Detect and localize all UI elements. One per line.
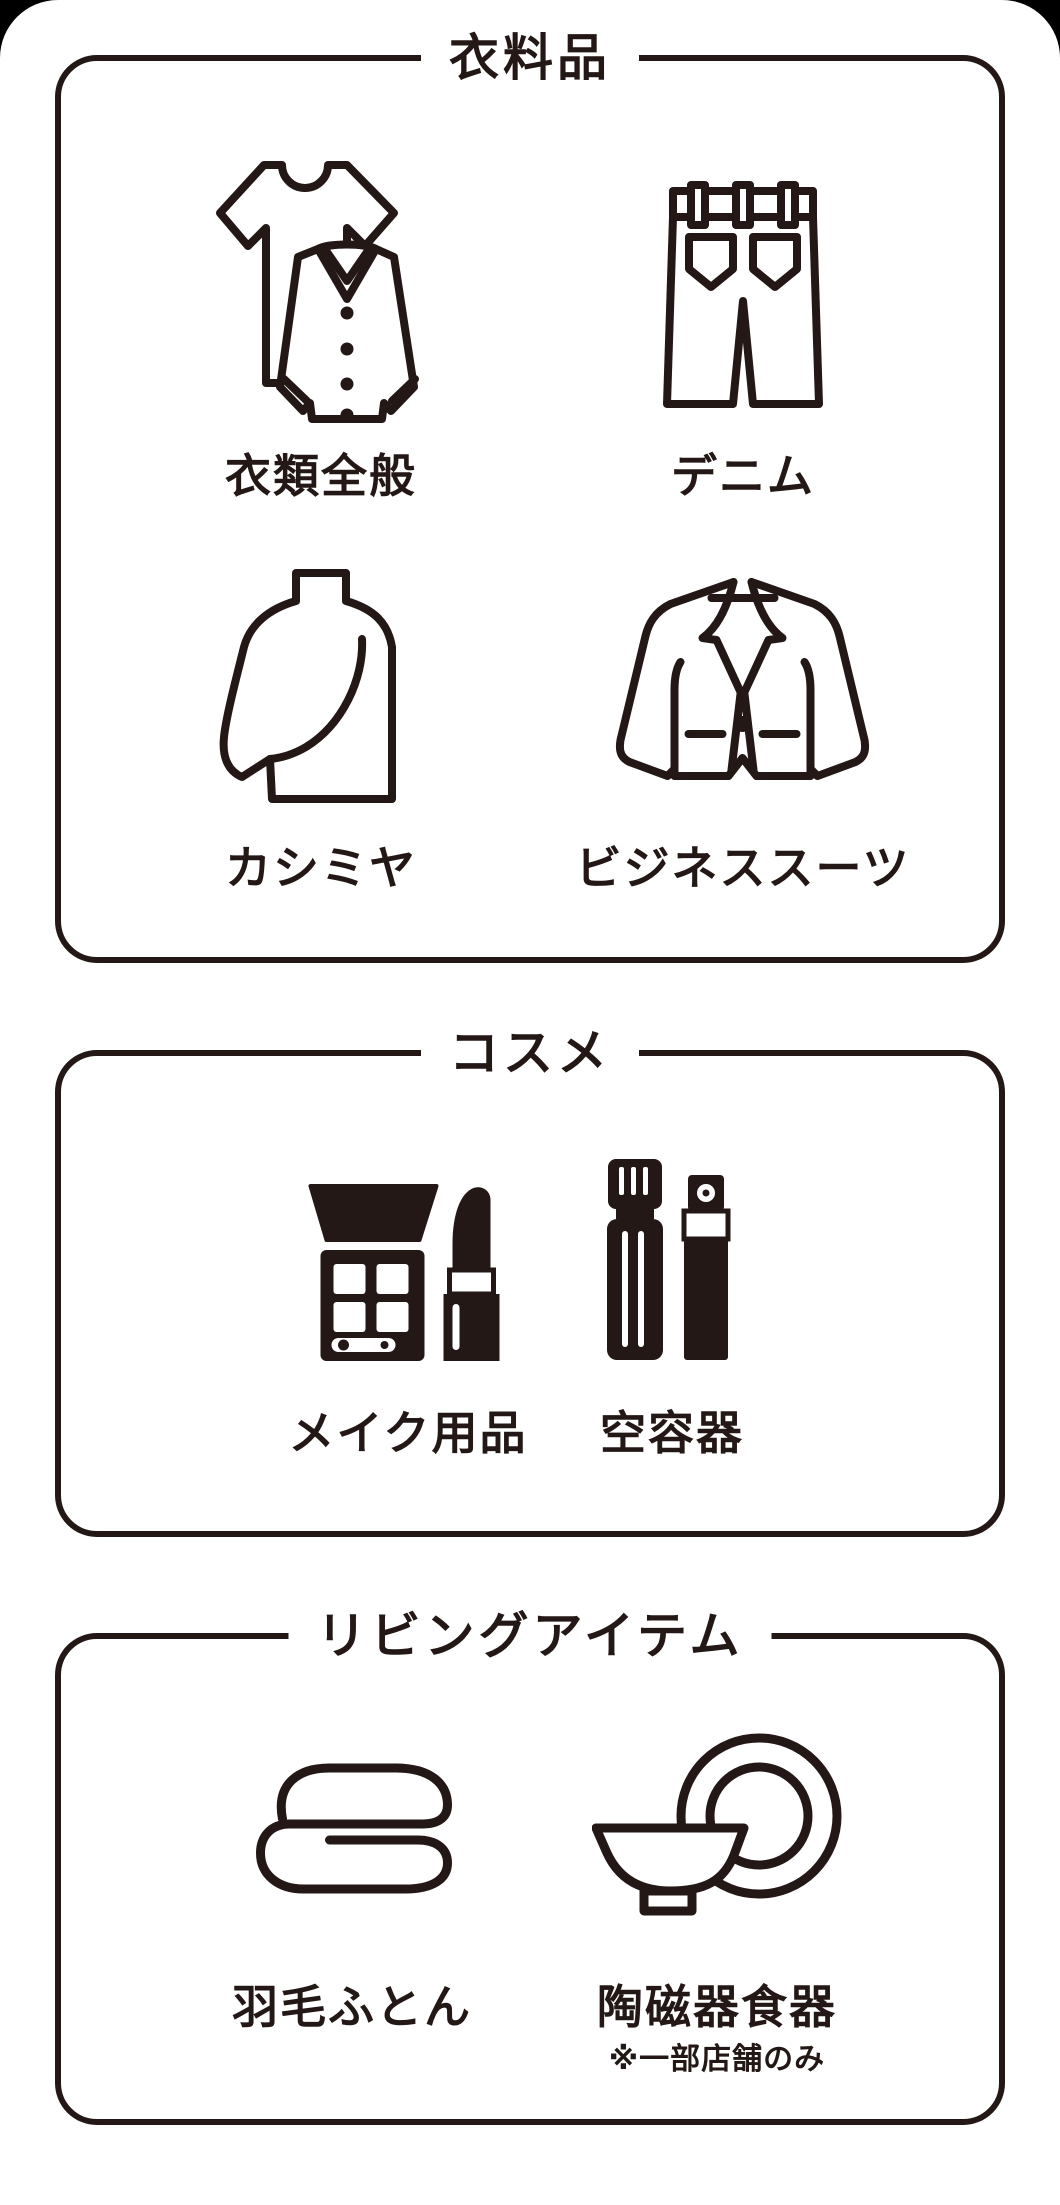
section-title: コスメ [421,1024,639,1082]
item-label: デニム [671,450,815,502]
item-label: 羽毛ふとん [232,1981,472,2033]
item-label: 空容器 [600,1407,744,1459]
ceramic-tableware-icon [592,1733,842,1916]
clothing-general-icon [216,161,419,423]
item-label: メイク用品 [288,1407,528,1459]
business-suit-icon [615,578,870,780]
cashmere-icon [219,569,396,803]
empty-containers-icon [607,1159,731,1360]
item-label: 衣類全般 [225,450,417,502]
section-card-clothing: 衣料品 衣類全般 デニム [55,29,1005,963]
makeup-items-icon [308,1184,500,1361]
section-card-living: リビングアイテム 羽毛ふとん 陶磁器食器 ※一部店舗のみ [55,1607,1005,2125]
down-futon-icon [256,1763,452,1894]
item-note: ※一部店舗のみ [608,2043,826,2076]
section-title: 衣料品 [421,29,639,87]
denim-icon [663,181,823,408]
section-card-cosmetics: コスメ [55,1024,1005,1537]
section-title: リビングアイテム [288,1607,772,1665]
item-label: ビジネススーツ [575,842,911,894]
item-label: カシミヤ [225,842,417,894]
item-label: 陶磁器食器 [597,1981,837,2033]
